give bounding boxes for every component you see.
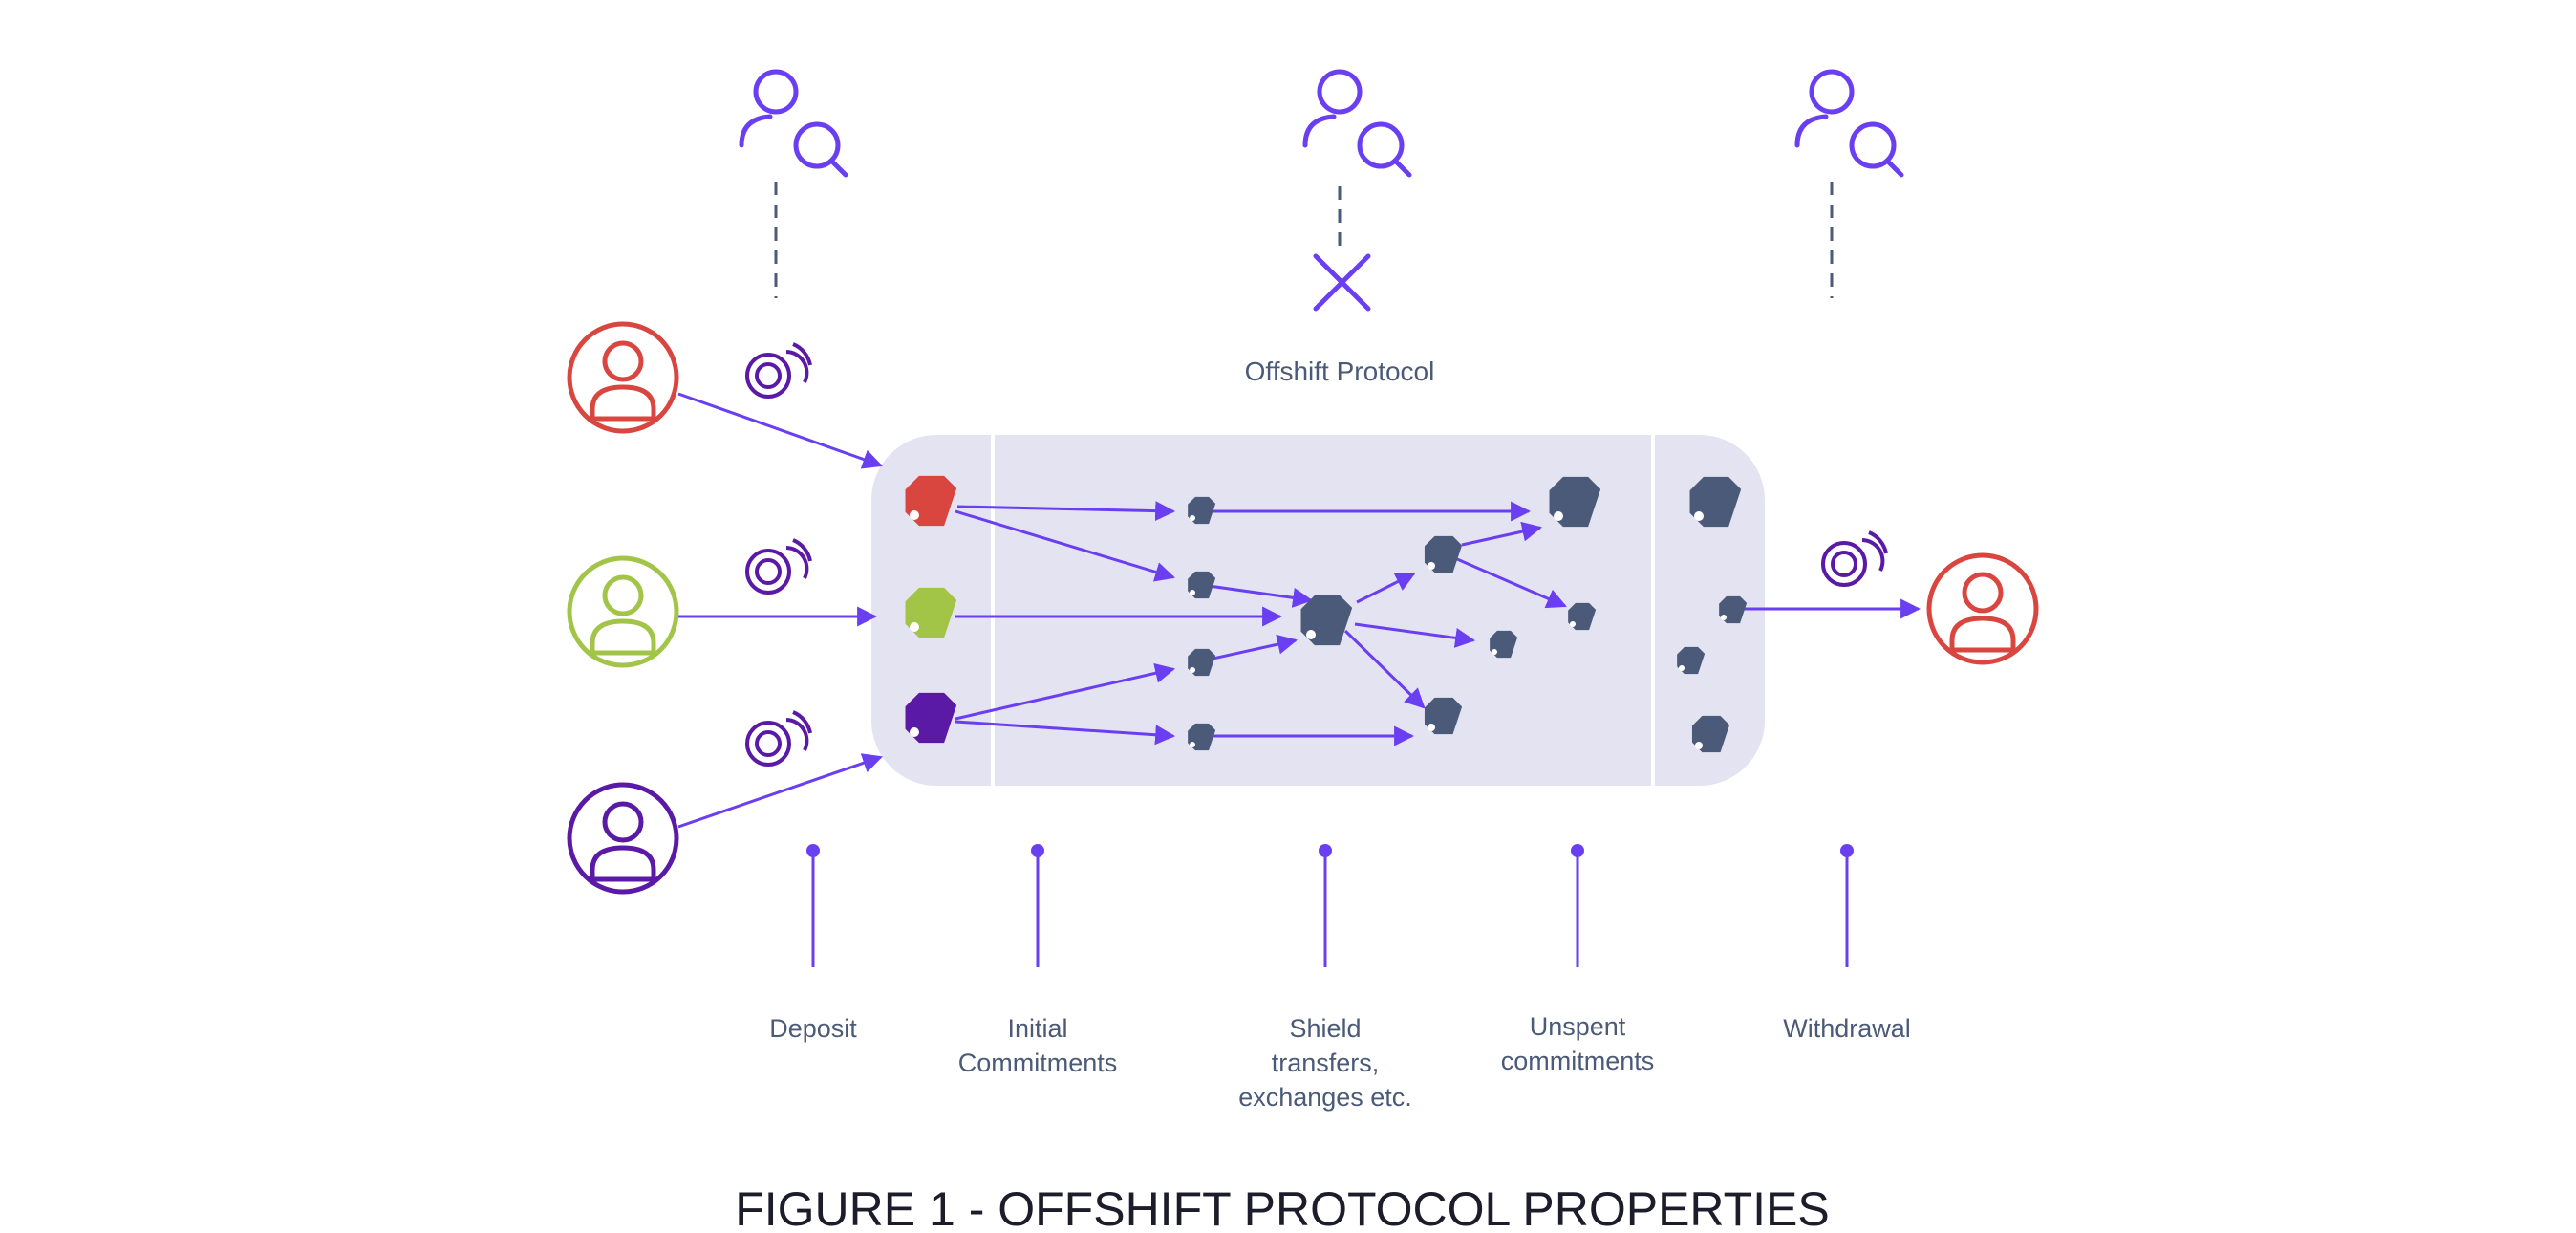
- tag-icon-small-6: [1563, 597, 1601, 636]
- stage-label-shield-2: transfers,: [1272, 1049, 1380, 1077]
- tag-icon-unspent-large: [1540, 466, 1611, 537]
- tag-icon-mid-2: [1418, 690, 1470, 742]
- tag-icon-mid-1: [1418, 529, 1470, 580]
- tag-icon-mixer: [1292, 585, 1363, 656]
- stage-label-unspent-2: commitments: [1501, 1047, 1655, 1075]
- coin-icon-3: [745, 710, 812, 767]
- tag-icon-small-4: [1183, 718, 1221, 756]
- tag-icon-small-5: [1485, 625, 1523, 663]
- user-icon-green: [567, 555, 679, 668]
- user-icon-withdrawal: [1926, 552, 2039, 665]
- stage-label-initial-2: Commitments: [958, 1049, 1118, 1077]
- stage-label-withdrawal: Withdrawal: [1783, 1014, 1911, 1043]
- observer-icon-deposit: [739, 69, 848, 178]
- observer-icon-protocol: [1302, 69, 1412, 178]
- stage-label-shield-3: exchanges etc.: [1238, 1083, 1412, 1112]
- user-icon-purple: [567, 782, 679, 895]
- stage-markers: [806, 844, 1854, 967]
- tag-icon-green: [896, 577, 967, 648]
- protocol-label: Offshift Protocol: [1245, 357, 1435, 386]
- tag-icon-withdraw-large: [1681, 466, 1751, 537]
- stage-label-initial-1: Initial: [1007, 1014, 1067, 1043]
- tag-icon-withdraw-2: [1672, 641, 1710, 680]
- stage-label-deposit: Deposit: [769, 1014, 857, 1043]
- user-icon-red: [567, 321, 679, 434]
- tag-icon-red: [896, 465, 967, 536]
- tag-icon-withdraw-3: [1685, 708, 1737, 760]
- tag-icon-small-3: [1183, 643, 1221, 681]
- cross-icon: [1313, 253, 1371, 312]
- coin-icon-1: [745, 342, 812, 399]
- coin-icon-4: [1821, 530, 1888, 587]
- tag-icon-small-1: [1183, 491, 1221, 530]
- stage-label-unspent-1: Unspent: [1530, 1012, 1626, 1041]
- tag-icon-purple: [896, 682, 967, 753]
- stage-label-shield-1: Shield: [1289, 1014, 1361, 1043]
- tag-icon-small-2: [1183, 566, 1221, 604]
- coin-icon-2: [745, 538, 812, 595]
- observer-icon-withdrawal: [1794, 69, 1904, 178]
- figure-caption: FIGURE 1 - OFFSHIFT PROTOCOL PROPERTIES: [735, 1182, 1830, 1233]
- tag-icon-withdraw-1: [1714, 591, 1752, 629]
- flow-arrows: [677, 392, 1921, 829]
